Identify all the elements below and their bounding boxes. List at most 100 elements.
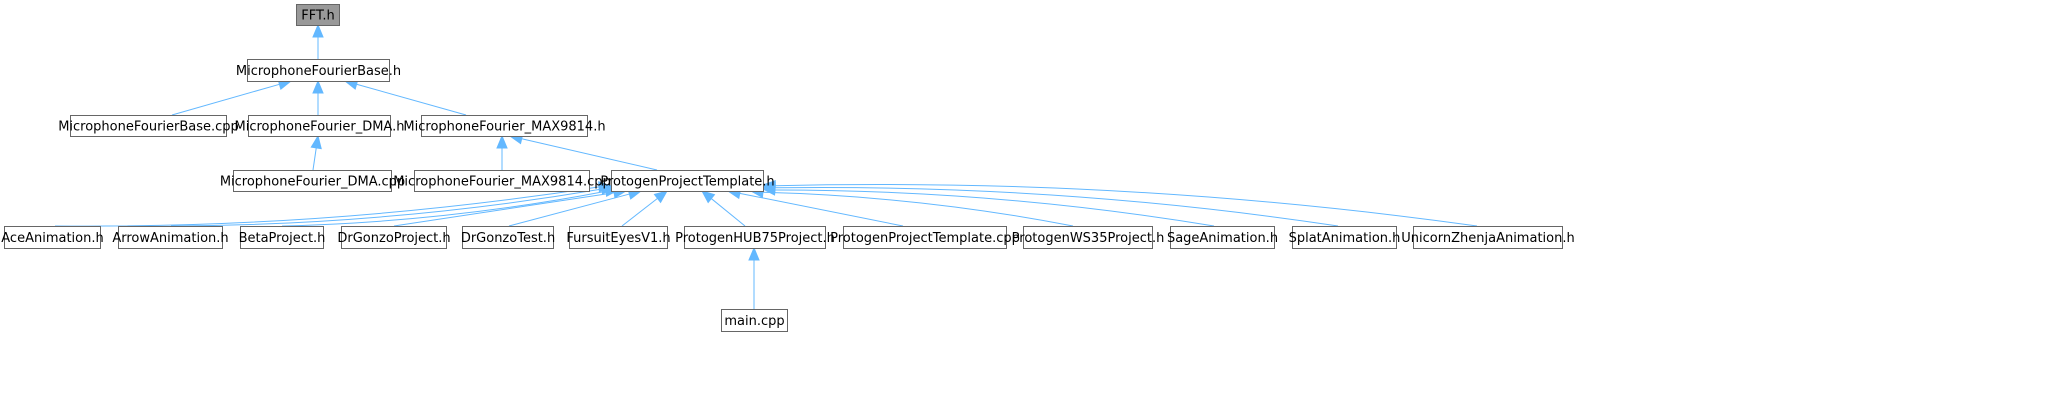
edge-line xyxy=(521,138,658,171)
arrowhead xyxy=(496,134,508,149)
node-box[interactable] xyxy=(684,226,826,249)
edge-main_cpp-to-hub75 xyxy=(748,246,760,309)
node-sage[interactable]: SageAnimation.h xyxy=(1167,226,1278,249)
node-label: MicrophoneFourier_MAX9814.h xyxy=(403,120,605,135)
node-label: FursuitEyesV1.h xyxy=(566,231,670,246)
arrowhead xyxy=(761,179,776,192)
edge-line xyxy=(762,191,1074,227)
edge-line xyxy=(393,192,615,227)
node-ws35[interactable]: ProtogenWS35Project.h xyxy=(1012,226,1165,249)
node-ppt-h[interactable]: ProtogenProjectTemplate.h xyxy=(600,170,775,192)
edge-fursuit-to-ppt_h xyxy=(621,190,669,227)
node-label: BetaProject.h xyxy=(239,231,326,246)
node-box[interactable] xyxy=(4,226,101,249)
node-label: SageAnimation.h xyxy=(1167,231,1278,246)
node-label: MicrophoneFourier_MAX9814.cpp xyxy=(393,175,611,190)
edge-line xyxy=(621,197,658,227)
node-label: MicrophoneFourier_DMA.h xyxy=(235,120,405,135)
node-box[interactable] xyxy=(721,309,788,332)
node-box[interactable] xyxy=(296,4,340,26)
node-label: MicrophoneFourierBase.h xyxy=(236,64,401,79)
edge-line xyxy=(171,83,280,116)
node-mfmax-h[interactable]: MicrophoneFourier_MAX9814.h xyxy=(403,115,606,137)
node-mfdma-h[interactable]: MicrophoneFourier_DMA.h xyxy=(235,115,405,137)
arrowhead xyxy=(700,190,716,204)
arrowhead xyxy=(312,79,324,94)
node-label: MicrophoneFourier_DMA.cpp xyxy=(220,175,405,190)
node-box[interactable] xyxy=(569,226,668,249)
node-fft-h[interactable]: FFT.h xyxy=(296,4,340,26)
node-beta[interactable]: BetaProject.h xyxy=(239,226,326,249)
edge-mfdma_cpp-to-mfdma_h xyxy=(310,134,322,171)
node-box[interactable] xyxy=(233,170,392,192)
edge-line xyxy=(710,198,746,227)
node-hub75[interactable]: ProtogenHUB75Project.h xyxy=(675,226,835,249)
node-fursuit[interactable]: FursuitEyesV1.h xyxy=(566,226,671,249)
node-box[interactable] xyxy=(247,59,390,82)
edge-line xyxy=(774,189,1215,227)
edge-mfb_h-to-fft_h xyxy=(312,23,324,59)
edge-line xyxy=(170,188,603,227)
node-label: SplatAnimation.h xyxy=(1289,231,1401,246)
node-box[interactable] xyxy=(70,115,227,137)
node-ace[interactable]: AceAnimation.h xyxy=(1,226,104,249)
node-label: DrGonzoProject.h xyxy=(337,231,450,246)
node-mfb-cpp[interactable]: MicrophoneFourierBase.cpp xyxy=(58,115,239,137)
arrowhead xyxy=(312,23,324,38)
node-label: main.cpp xyxy=(724,314,784,329)
node-label: UnicornZhenjaAnimation.h xyxy=(1401,231,1574,246)
node-ppt-cpp[interactable]: ProtogenProjectTemplate.cpp xyxy=(830,226,1020,249)
edge-line xyxy=(312,147,317,171)
arrowhead xyxy=(748,246,760,261)
node-box[interactable] xyxy=(341,226,447,249)
node-label: FFT.h xyxy=(301,9,335,24)
node-box[interactable] xyxy=(462,226,554,249)
edge-mfmax_cpp-to-mfmax_h xyxy=(496,134,508,170)
edge-line xyxy=(774,183,1478,227)
node-mfdma-cpp[interactable]: MicrophoneFourier_DMA.cpp xyxy=(220,170,405,192)
node-drgp[interactable]: DrGonzoProject.h xyxy=(337,226,451,249)
edge-line xyxy=(508,193,630,227)
node-box[interactable] xyxy=(1292,226,1397,249)
node-box[interactable] xyxy=(240,226,324,249)
node-box[interactable] xyxy=(414,170,590,192)
edge-mfdma_h-to-mfb_h xyxy=(312,79,324,115)
edge-drgt-to-ppt_h xyxy=(508,188,643,227)
edge-line xyxy=(774,186,1339,227)
node-box[interactable] xyxy=(118,226,223,249)
edge-mfmax_h-to-mfb_h xyxy=(343,78,467,116)
node-box[interactable] xyxy=(1413,226,1563,249)
node-label: ProtogenProjectTemplate.h xyxy=(600,175,774,190)
node-label: DrGonzoTest.h xyxy=(461,231,555,246)
node-label: ArrowAnimation.h xyxy=(112,231,228,246)
arrowhead xyxy=(653,190,669,204)
arrowhead xyxy=(310,134,322,150)
node-splat[interactable]: SplatAnimation.h xyxy=(1289,226,1401,249)
node-drgt[interactable]: DrGonzoTest.h xyxy=(461,226,555,249)
node-label: MicrophoneFourierBase.cpp xyxy=(58,120,239,135)
node-label: ProtogenWS35Project.h xyxy=(1012,231,1165,246)
node-box[interactable] xyxy=(843,226,1007,249)
node-box[interactable] xyxy=(1170,226,1275,249)
node-box[interactable] xyxy=(1023,226,1153,249)
edge-line xyxy=(356,83,467,116)
edge-line xyxy=(281,190,607,227)
node-box[interactable] xyxy=(248,115,391,137)
edge-mfb_cpp-to-mfb_h xyxy=(171,78,293,116)
nodes-layer: FFT.hMicrophoneFourierBase.hMicrophoneFo… xyxy=(1,4,1575,332)
edge-line xyxy=(739,192,904,227)
node-mfb-h[interactable]: MicrophoneFourierBase.h xyxy=(236,59,401,82)
node-arrow[interactable]: ArrowAnimation.h xyxy=(112,226,229,249)
node-main-cpp[interactable]: main.cpp xyxy=(721,309,788,332)
edge-line xyxy=(54,186,600,227)
edge-ppt_h-to-mfmax_h xyxy=(508,133,658,171)
edge-hub75-to-ppt_h xyxy=(700,190,746,227)
node-label: ProtogenHUB75Project.h xyxy=(675,231,835,246)
node-box[interactable] xyxy=(611,170,764,192)
node-box[interactable] xyxy=(421,115,588,137)
node-label: ProtogenProjectTemplate.cpp xyxy=(830,231,1020,246)
node-unicorn[interactable]: UnicornZhenjaAnimation.h xyxy=(1401,226,1575,249)
node-mfmax-cpp[interactable]: MicrophoneFourier_MAX9814.cpp xyxy=(393,170,611,192)
edge-unicorn-to-ppt_h xyxy=(761,179,1478,227)
